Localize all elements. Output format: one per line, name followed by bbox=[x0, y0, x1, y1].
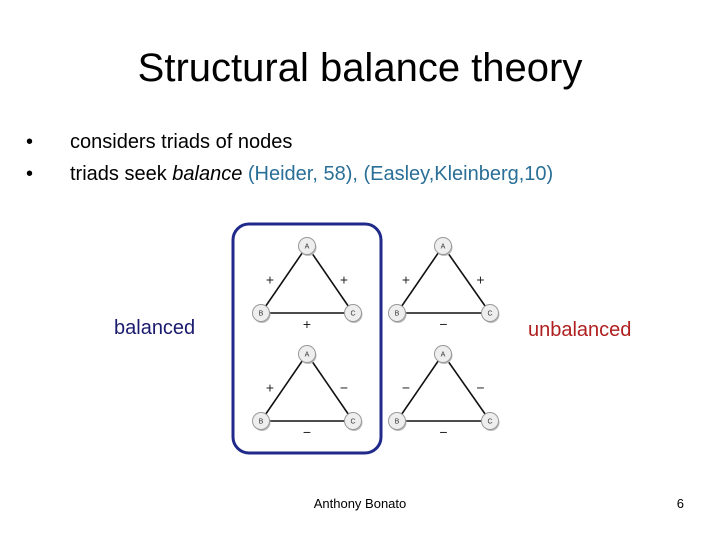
triad-node bbox=[298, 237, 316, 255]
edge-sign-bc: − bbox=[439, 424, 447, 440]
triad-edge-ac bbox=[442, 245, 491, 314]
node-label: A bbox=[305, 244, 310, 251]
edge-sign-bc: + bbox=[303, 316, 311, 332]
triad-node bbox=[252, 304, 270, 322]
edge-sign-ab: − bbox=[402, 380, 410, 396]
balanced-group-box bbox=[231, 222, 383, 455]
bullet-citation: (Heider, 58), (Easley,Kleinberg,10) bbox=[242, 163, 554, 185]
node-label: C bbox=[487, 419, 492, 426]
page-number: 6 bbox=[676, 496, 684, 511]
node-label: A bbox=[305, 352, 310, 359]
triad-edge-ab bbox=[396, 353, 444, 422]
triad-node bbox=[481, 412, 499, 430]
bullet-italic-term: balance bbox=[172, 163, 243, 185]
triad-edge-ab bbox=[260, 245, 308, 314]
triad-edge-ab bbox=[260, 353, 308, 422]
footer-author: Anthony Bonato bbox=[313, 496, 407, 511]
edge-sign-ac: − bbox=[476, 380, 484, 396]
edge-sign-ab: + bbox=[402, 272, 410, 288]
node-label: B bbox=[395, 419, 400, 426]
slide-title: Structural balance theory bbox=[137, 46, 583, 90]
triad-node bbox=[344, 412, 362, 430]
triad-edge-ac bbox=[306, 353, 354, 422]
triad-node bbox=[434, 345, 452, 363]
node-label: C bbox=[350, 419, 355, 426]
triad-node bbox=[388, 412, 406, 430]
bullet-list: • considers triads of nodes • triads see… bbox=[26, 126, 553, 190]
edge-sign-ac: − bbox=[340, 380, 348, 396]
bullet-text: triads seek bbox=[70, 163, 173, 185]
unbalanced-label: unbalanced bbox=[528, 319, 632, 341]
edge-sign-ac: + bbox=[476, 272, 484, 288]
triad-node bbox=[344, 304, 362, 322]
triad-node bbox=[298, 345, 316, 363]
bullet-dot: • bbox=[26, 163, 34, 185]
node-label: A bbox=[441, 352, 446, 359]
balanced-label: balanced bbox=[114, 317, 196, 339]
bullet-text: considers triads of nodes bbox=[70, 131, 293, 153]
edge-sign-ab: + bbox=[266, 272, 274, 288]
bullet-item: • considers triads of nodes bbox=[26, 126, 553, 158]
edge-sign-ab: + bbox=[266, 380, 274, 396]
node-label: C bbox=[487, 311, 492, 318]
edge-sign-bc: − bbox=[439, 316, 447, 332]
edge-sign-ac: + bbox=[340, 272, 348, 288]
edge-sign-bc: − bbox=[303, 424, 311, 440]
node-label: A bbox=[441, 244, 446, 251]
triad-node bbox=[388, 304, 406, 322]
node-label: B bbox=[259, 311, 264, 318]
triad-node bbox=[481, 304, 499, 322]
node-label: C bbox=[350, 311, 355, 318]
triad-edge-ac bbox=[306, 245, 354, 314]
node-label: B bbox=[395, 311, 400, 318]
bullet-item: • triads seek balance (Heider, 58), (Eas… bbox=[26, 158, 553, 190]
triad-edge-ab bbox=[396, 245, 444, 314]
triad-node bbox=[252, 412, 270, 430]
node-label: B bbox=[259, 419, 264, 426]
triad-edge-ac bbox=[442, 353, 491, 422]
triad-node bbox=[434, 237, 452, 255]
bullet-dot: • bbox=[26, 131, 34, 153]
